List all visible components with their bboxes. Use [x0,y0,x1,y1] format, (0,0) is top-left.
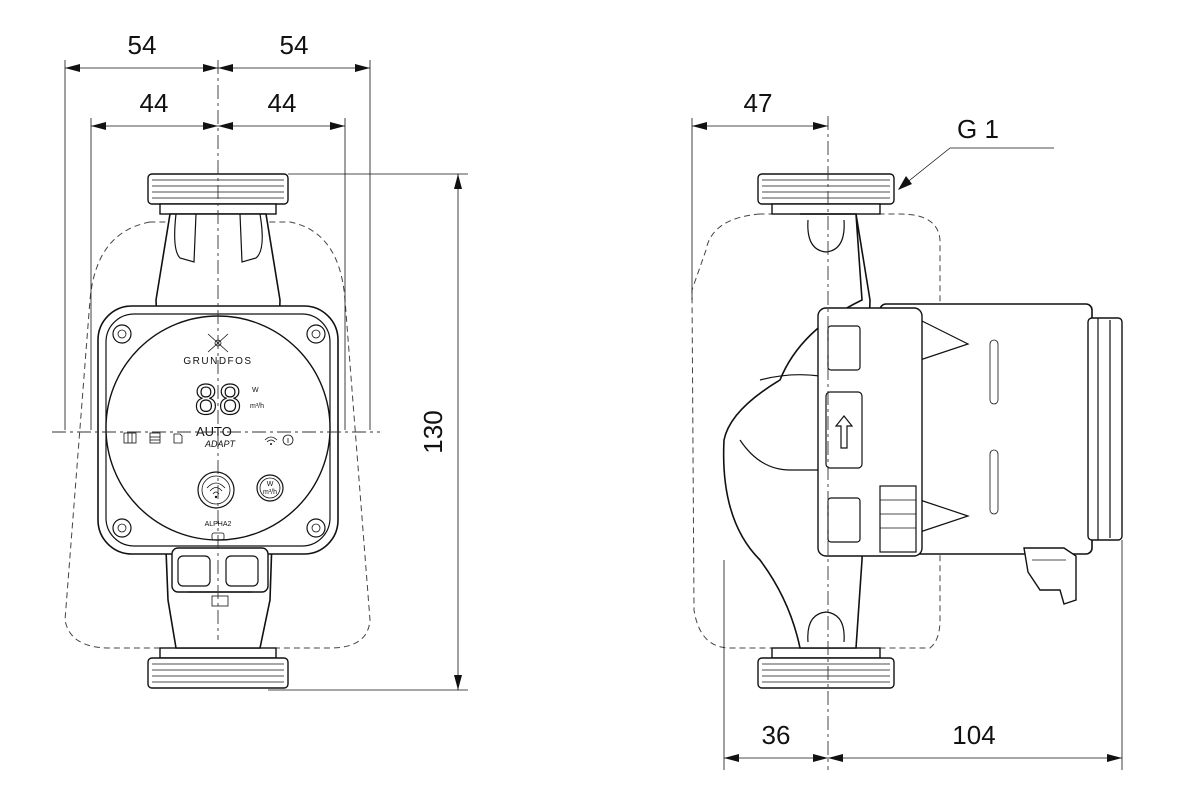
mode-auto-label: AUTO [196,424,232,439]
dim-side-bottom [724,754,1122,762]
bottom-connection [147,647,289,689]
dim-side-bottom-left-label: 36 [762,720,791,750]
mode-adapt-label: ADAPT [204,439,237,449]
flow-direction-window [825,391,863,469]
brand-name: GRUNDFOS [183,356,252,367]
dim-side-bottom-right-label: 104 [952,720,995,750]
side-end-cap [1087,317,1123,541]
dim-outer-width [65,64,370,72]
side-cable-plug [1023,547,1077,605]
dim-side-top [692,122,828,130]
dim-height [454,174,462,690]
dim-height-label: 130 [418,410,448,453]
wireless-button[interactable] [197,471,235,509]
underfloor-icon [149,432,161,444]
side-bottom-connection [757,647,895,689]
front-view: GRUNDFOS 88 W m³/h AUTO ADAPT [52,30,468,691]
mode-icons [123,432,183,444]
mode-button-label-flow: m³/h [263,489,277,496]
wireless-icon [206,482,226,499]
radiator-icon [123,432,137,444]
dim-inner-right-label: 44 [268,88,297,118]
flow-direction-arrow-icon [834,415,854,449]
mode-button-label-power: W [267,481,274,488]
dim-inner-width [91,122,345,130]
side-top-connection [757,173,895,215]
wifi-status-icon [264,436,278,445]
model-name: ALPHA2 [205,521,232,528]
dim-outer-left-label: 54 [128,30,157,60]
dim-inner-left-label: 44 [140,88,169,118]
front-envelope-outline [64,221,371,649]
side-control-box [817,307,923,557]
info-icon [282,434,294,446]
unit-flow-label: m³/h [250,403,264,410]
mounting-bolts [112,324,326,538]
hot-water-icon [173,433,183,444]
mode-select-button[interactable]: W m³/h [256,474,284,502]
unit-power-label: W [252,387,259,394]
thread-leader [898,147,1054,190]
side-envelope-outline [691,213,941,649]
front-cable-plug [171,547,269,607]
side-view: 47 G 1 36 104 [691,88,1123,770]
dim-outer-right-label: 54 [280,30,309,60]
thread-size-label: G 1 [957,114,999,144]
dim-side-top-label: 47 [744,88,773,118]
